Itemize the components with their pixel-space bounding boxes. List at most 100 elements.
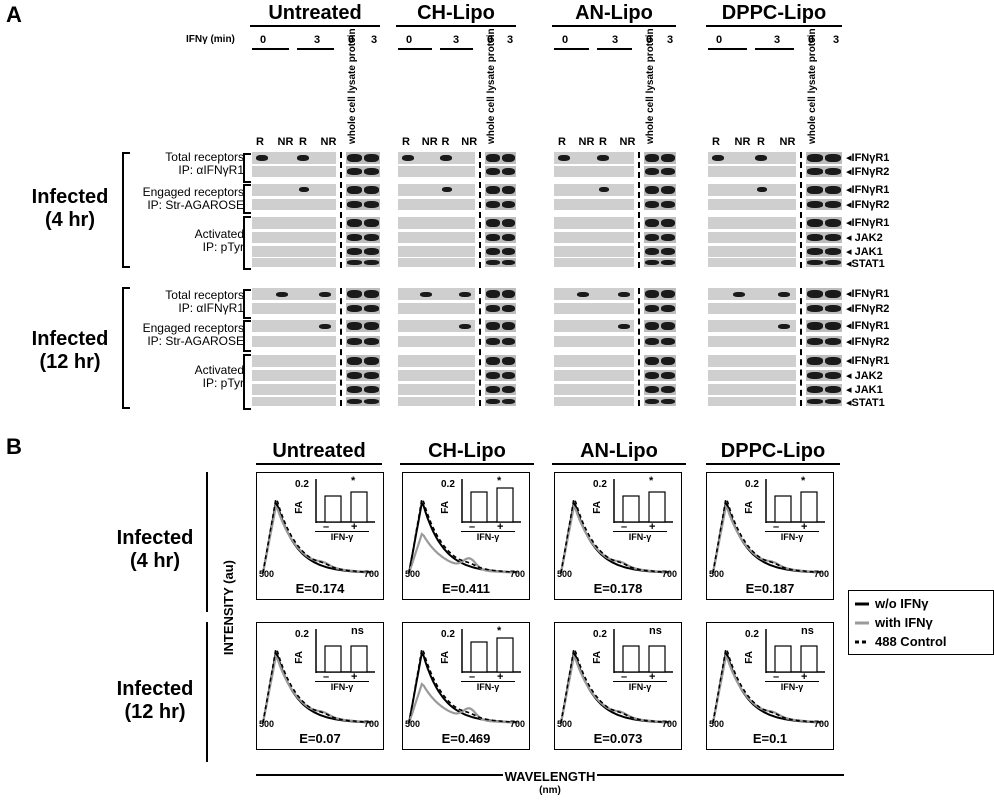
row-label-line2: IP: pTyr (202, 240, 244, 254)
time-label-0: 0 (562, 34, 569, 46)
significance-marker: * (351, 475, 356, 487)
wcl-band (501, 186, 515, 194)
row-label-activated: Activated IP: pTyr (130, 364, 244, 390)
wcl-band (807, 234, 823, 241)
inset-plus: + (497, 671, 504, 683)
inset-ylabel-text: FA (592, 651, 603, 664)
blot-strip (708, 320, 796, 332)
inset-svg (461, 629, 521, 673)
group-underline (400, 463, 534, 465)
significance-marker: ns (351, 625, 364, 637)
wcl-band (364, 290, 379, 298)
lane-label: NR (461, 136, 478, 148)
wcl-band (807, 260, 823, 265)
blot-strip (554, 166, 634, 177)
wcl-band (661, 168, 675, 175)
wcl-band (347, 201, 362, 208)
blot-strip (398, 246, 475, 257)
group-title-untreated: Untreated (272, 440, 366, 462)
receptor-band (459, 324, 472, 329)
lane-label: NR (619, 136, 636, 148)
significance-marker: * (497, 475, 502, 487)
wcl-band (486, 322, 500, 330)
inset-minus: – (773, 671, 780, 683)
band-annotation: ◂IFNγR1 (846, 217, 890, 229)
group-title-ch-lipo: CH-Lipo (417, 2, 495, 24)
group-underline (396, 25, 516, 27)
wcl-band (807, 372, 823, 379)
row-label-line2: IP: αIFNγR1 (178, 163, 244, 177)
wcl-band (807, 322, 823, 330)
blot-strip (398, 397, 475, 406)
wcl-strip (346, 166, 380, 177)
wcl-band (501, 219, 515, 227)
legend-item: w/o IFNγ (855, 594, 987, 613)
row-label-line2: IP: Str-AGAROSE (147, 198, 244, 212)
blot-strip (252, 166, 336, 177)
time-underline (398, 48, 432, 50)
x-tick-700: 700 (813, 569, 829, 579)
blot-strip (398, 166, 475, 177)
blot-strip (398, 258, 475, 267)
wcl-band (347, 357, 362, 365)
wcl-strip (644, 232, 676, 243)
time-label-3: 3 (612, 34, 619, 46)
wcl-band (825, 186, 841, 194)
wcl-label: whole cell lysate protein (645, 28, 678, 144)
wcl-band (661, 338, 675, 345)
row-label-line2: IP: αIFNγR1 (178, 301, 244, 315)
wcl-band (645, 168, 659, 175)
wcl-band (347, 186, 362, 194)
band-annotation: ◂IFNγR1 (846, 320, 890, 332)
wcl-strip (346, 384, 380, 395)
blot-strip (554, 246, 634, 257)
band-annotation: ◂IFNγR2 (846, 199, 890, 211)
x-tick-700: 700 (813, 719, 829, 729)
spectrum-svg (407, 496, 520, 574)
blot-strip (252, 303, 336, 314)
legend-label: 488 Control (875, 634, 947, 649)
wcl-band (347, 260, 362, 265)
condition-name: Infected (116, 678, 194, 700)
x-tick-700: 700 (661, 569, 677, 579)
wcl-strip (346, 199, 380, 210)
wcl-band (486, 357, 500, 365)
wcl-time-3: 3 (371, 34, 378, 46)
row-label-activated: Activated IP: pTyr (130, 228, 244, 254)
wcl-band (825, 154, 841, 162)
wcl-time-0: 0 (808, 34, 815, 46)
spectrum-svg (261, 496, 374, 574)
wcl-band (364, 154, 379, 162)
blot-strip (252, 184, 336, 196)
wcl-band (645, 372, 659, 379)
inset-minus: – (469, 521, 476, 533)
blot-strip (398, 355, 475, 367)
wcl-band (501, 322, 515, 330)
blot-strip (398, 336, 475, 347)
panel-a-letter: A (6, 2, 22, 27)
wcl-band (501, 372, 515, 379)
inset-svg (613, 629, 673, 673)
blot-strip (554, 384, 634, 395)
wcl-label: whole cell lysate protein (807, 28, 844, 144)
fa-bar-minus (622, 495, 640, 523)
wcl-band (347, 154, 362, 162)
receptor-band (558, 155, 570, 161)
x-axis-label: WAVELENGTH (nm) (480, 768, 620, 796)
time-underline (554, 48, 589, 50)
group-underline (256, 463, 382, 465)
row-bracket (243, 153, 251, 183)
inset-ylabel: FA (440, 651, 453, 675)
wcl-strip (644, 166, 676, 177)
receptor-band (617, 324, 630, 329)
wcl-band (825, 305, 841, 312)
inset-ytick: 0.2 (745, 629, 759, 640)
wcl-strip (485, 370, 516, 381)
wcl-strip (806, 384, 842, 395)
group-title-dppc-lipo: DPPC-Lipo (721, 2, 827, 24)
wcl-label-text: whole cell lysate protein (807, 28, 818, 144)
inset-ytick: 0.2 (441, 479, 455, 490)
wcl-time-0: 0 (348, 34, 355, 46)
